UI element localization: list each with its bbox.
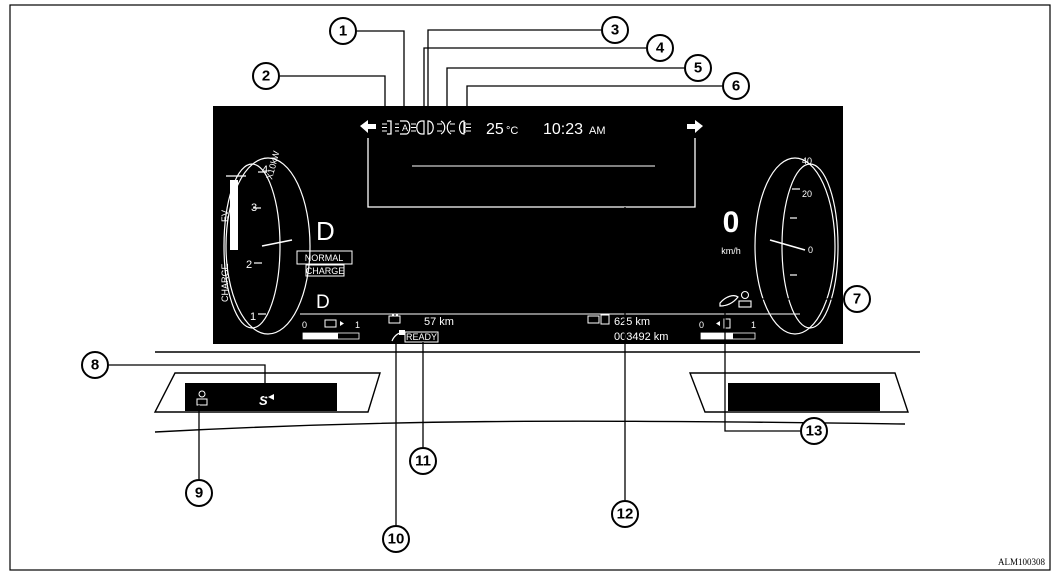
svg-text:9: 9: [195, 485, 203, 502]
battery-icon: [324, 319, 337, 328]
gear-indicator-lower: D: [316, 292, 330, 313]
driver-assist-icon: [738, 290, 752, 308]
callout-11: 11: [409, 447, 437, 475]
left-sub-display: [185, 383, 337, 411]
svg-text:10: 10: [388, 531, 405, 548]
speed-tick-40: 40: [802, 156, 812, 166]
callout-5: 5: [684, 54, 712, 82]
speedometer: 40 20 0: [754, 156, 839, 335]
svg-text:0: 0: [699, 320, 704, 330]
figure-code: ALM100308: [998, 557, 1045, 567]
svg-text:12: 12: [617, 506, 634, 523]
info-area-bracket: [367, 138, 696, 208]
svg-text:13: 13: [806, 423, 823, 440]
callout-4: 4: [646, 34, 674, 62]
main-display: [213, 106, 843, 344]
drive-mode-charge: CHARGE: [306, 266, 345, 276]
speed-unit: km/h: [721, 246, 741, 256]
callout-12: 12: [611, 500, 639, 528]
svg-text:8: 8: [91, 357, 99, 374]
power-tick-4: 4: [262, 164, 268, 176]
fuel-level-bar: 0 1: [699, 318, 756, 340]
rear-fog-icon: [382, 120, 392, 135]
charge-label: CHARGE: [220, 263, 230, 302]
callout-3: 3: [601, 16, 629, 44]
outside-temperature: 25: [486, 121, 504, 138]
callout-9: 9: [185, 479, 213, 507]
gear-indicator-upper: D: [316, 216, 335, 246]
power-tick-2: 2: [246, 259, 252, 271]
callout-1: 1: [329, 17, 357, 45]
high-beam-icon: [411, 120, 425, 135]
svg-text:3: 3: [611, 22, 619, 39]
turn-left-arrow-icon: [360, 120, 376, 133]
position-light-icon: [437, 120, 455, 135]
dashboard-right-bevel: [688, 372, 909, 413]
clock-ampm: AM: [589, 125, 606, 137]
callout-13: 13: [800, 417, 828, 445]
front-fog-icon: [458, 120, 471, 135]
speed-tick-20: 20: [802, 189, 812, 199]
speed-value: 0: [723, 206, 740, 239]
fuel-battery-icon: [587, 314, 610, 325]
svg-text:7: 7: [853, 291, 861, 308]
right-sub-display: [728, 383, 880, 411]
callout-10: 10: [382, 525, 410, 553]
figure-frame: [9, 4, 1051, 571]
eco-drive-icon: [719, 295, 739, 307]
ev-range-battery-icon: [388, 314, 401, 324]
total-range: 625 km: [614, 316, 650, 328]
temperature-unit: °C: [506, 125, 518, 137]
power-bar: [230, 180, 238, 250]
odometer: 003492 km: [614, 331, 668, 343]
svg-text:4: 4: [656, 40, 665, 57]
svg-text:1: 1: [751, 320, 756, 330]
ready-indicator: READY: [406, 332, 437, 342]
turn-right-arrow-icon: [687, 120, 703, 133]
callout-2: 2: [252, 62, 280, 90]
fuel-pump-icon: [723, 318, 731, 329]
battery-level-bar: 0 1: [302, 319, 360, 340]
top-indicator-row: A 25 °C: [360, 120, 703, 138]
ev-label: EV: [220, 210, 230, 222]
callout-7: 7: [843, 285, 871, 313]
left-sub-display-icon: [196, 390, 208, 406]
clock-time: 10:23: [543, 121, 583, 138]
leader-lines: [109, 29, 843, 525]
dashboard-lower-curve: [154, 420, 906, 433]
svg-text:6: 6: [732, 78, 740, 95]
svg-text:1: 1: [339, 23, 347, 40]
power-tick-3: 3: [251, 202, 257, 214]
svg-text:5: 5: [694, 60, 702, 77]
svg-text:1: 1: [355, 320, 360, 330]
callout-6: 6: [722, 72, 750, 100]
drive-mode-normal: NORMAL: [305, 253, 344, 263]
dashboard-left-bevel: [153, 372, 381, 413]
svg-text:2: 2: [262, 68, 270, 85]
power-needle: [261, 239, 293, 247]
auto-headlight-icon: A: [395, 120, 411, 135]
headlight-icon: [427, 120, 434, 135]
speed-tick-0: 0: [808, 245, 813, 255]
ev-range: 57 km: [424, 316, 454, 328]
left-sub-display-letter: S: [259, 393, 268, 408]
svg-text:11: 11: [415, 453, 431, 470]
svg-text:A: A: [402, 123, 408, 133]
speed-needle: [769, 239, 806, 251]
charging-cable-icon: [391, 330, 405, 342]
left-sub-display-arrow: [268, 394, 274, 400]
svg-text:0: 0: [302, 320, 307, 330]
callout-8: 8: [81, 351, 109, 379]
power-tick-1: 1: [250, 311, 256, 323]
